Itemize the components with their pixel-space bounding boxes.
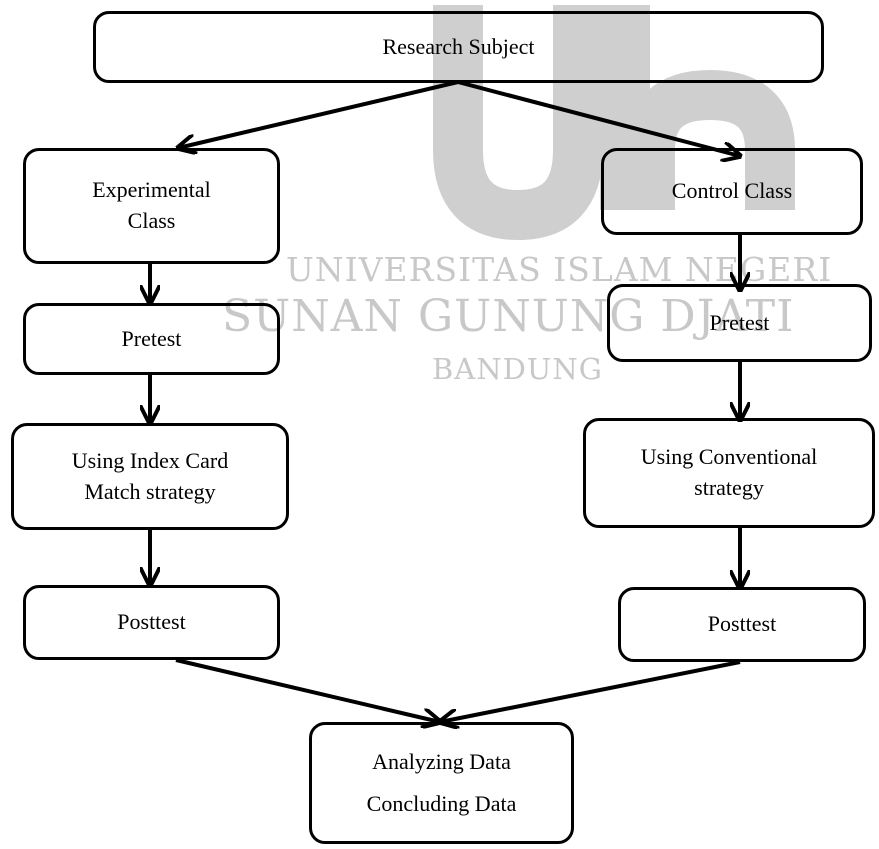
edge-subject-to-experimental [178,80,459,148]
index-card-label-line2: Match strategy [84,478,216,504]
edge-posttest-left-to-final [175,658,440,722]
posttest-left-node: Posttest [23,585,280,660]
final-label-line1: Analyzing Data [372,749,511,775]
experimental-class-label-line1: Experimental [92,177,211,203]
control-class-node: Control Class [601,148,863,235]
final-label-line2: Concluding Data [366,791,517,816]
research-subject-label: Research Subject [382,33,535,59]
final-node: Analyzing Data Concluding Data [309,722,574,844]
pretest-right-label: Pretest [709,309,770,335]
pretest-left-label: Pretest [121,325,182,351]
experimental-class-label-line2: Class [127,208,176,233]
experimental-class-node: Experimental Class [23,148,280,264]
index-card-label-line1: Using Index Card [71,447,229,473]
pretest-left-node: Pretest [23,303,280,375]
research-subject-node: Research Subject [93,11,824,83]
pretest-right-node: Pretest [607,284,872,362]
index-card-node: Using Index Card Match strategy [11,423,289,530]
posttest-right-label: Posttest [707,611,777,637]
control-class-label: Control Class [671,178,793,204]
posttest-left-label: Posttest [117,609,186,635]
conventional-label-line2: strategy [694,475,764,500]
posttest-right-node: Posttest [618,587,866,662]
conventional-node: Using Conventional strategy [583,418,875,528]
watermark-line-2: SUNAN GUNUNG DJATI [222,291,795,342]
conventional-label-line1: Using Conventional [640,444,818,470]
watermark-line-3: BANDUNG [432,352,603,386]
edge-posttest-right-to-final [440,660,741,722]
edge-subject-to-control [457,80,740,156]
